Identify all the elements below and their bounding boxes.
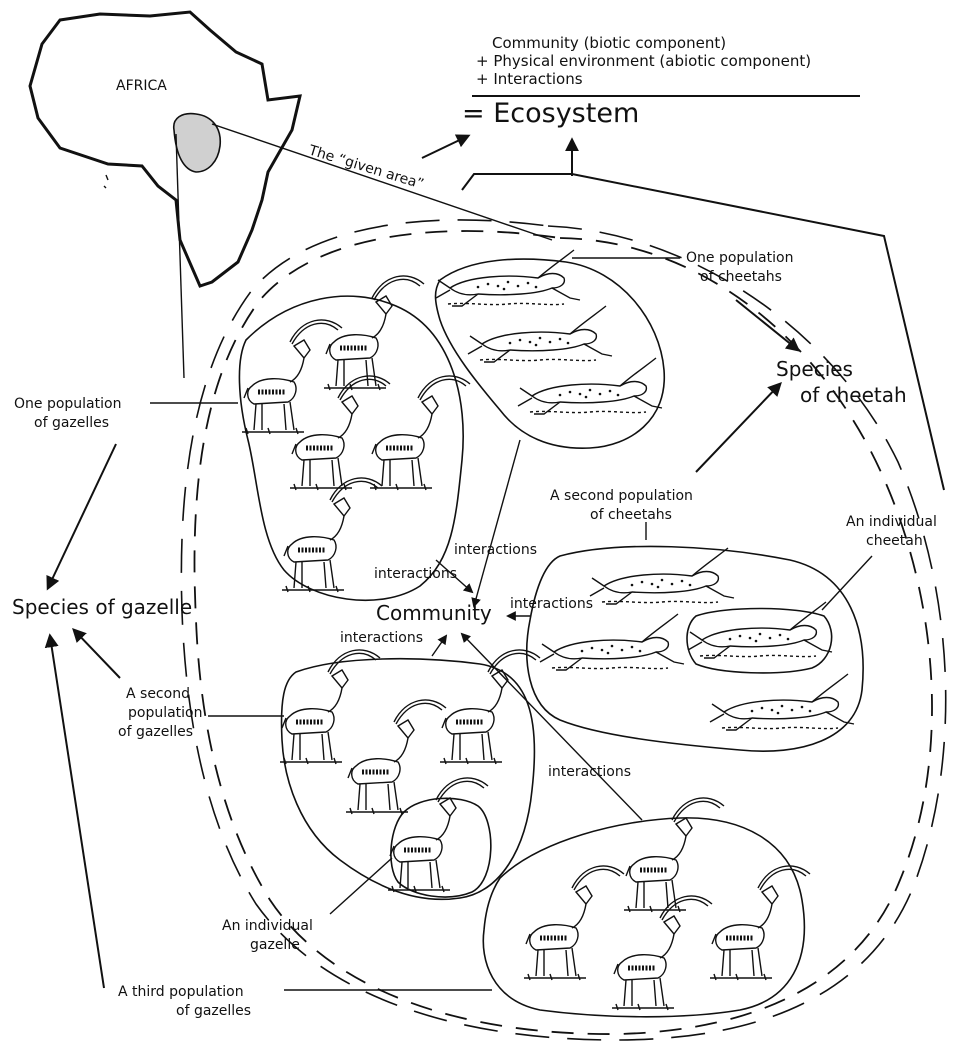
gazelle-icon: [524, 866, 624, 980]
interactions-label: interactions: [340, 630, 423, 646]
cheetah-icon: [688, 602, 832, 658]
gazelle-icon: [282, 478, 382, 592]
cheetah-population-1: [436, 250, 665, 448]
cheetah-icon: [468, 306, 612, 362]
gazelle-population-1: [239, 276, 470, 600]
gazelle-icon: [324, 276, 424, 390]
cheetah-icon: [436, 250, 580, 306]
cheetah-icon: [710, 674, 854, 730]
gazelle-icon: [370, 376, 470, 490]
gazelle-icon: [290, 376, 390, 490]
formula-community: Community (biotic component): [492, 34, 726, 52]
gazelle-icon: [440, 650, 540, 764]
gazelle-population-3: [483, 798, 810, 1017]
gazelle-icon: [612, 896, 712, 1010]
arrow-interaction-gazelles-2: [432, 636, 446, 656]
gazelle-icon: [624, 798, 724, 912]
africa-map: AFRICA: [30, 12, 300, 286]
gazelle-icon: [280, 650, 380, 764]
arrow-to-ecosystem: [422, 136, 468, 158]
given-area-highlight: [174, 114, 221, 172]
cheetah-population-2: [527, 546, 863, 751]
interactions-label: interactions: [454, 542, 537, 558]
arrow-interaction-gazelles-3: [462, 634, 642, 820]
given-area-label: The “given area”: [306, 142, 426, 192]
gazelle-icon: [346, 700, 446, 814]
arrow-to-species-gazelle: [48, 444, 116, 588]
gazelle-icon: [388, 778, 488, 892]
gazelle-icon: [242, 320, 342, 434]
formula-physical-environment: + Physical environment (abiotic componen…: [476, 52, 811, 70]
interactions-label: interactions: [510, 596, 593, 612]
gazelle-population-2: [280, 650, 540, 899]
ecosystem-title: = Ecosystem: [462, 98, 639, 129]
cheetah-icon: [540, 614, 684, 670]
arrow-third-gazelles-to-species: [50, 636, 104, 988]
cheetah-icon: [590, 548, 734, 604]
arrow-interaction-cheetahs-1: [474, 440, 520, 606]
arrow-second-cheetahs-to-species: [696, 384, 780, 472]
africa-label: AFRICA: [116, 78, 167, 94]
formula-interactions: + Interactions: [476, 70, 583, 88]
cheetah-icon: [518, 358, 662, 414]
individual-cheetah-outline: [687, 609, 832, 673]
ecosystem-formula: Community (biotic component) + Physical …: [462, 34, 860, 129]
label-species-gazelle: Species of gazelle: [12, 595, 192, 619]
gazelle-icon: [710, 866, 810, 980]
arrow-second-gazelles-to-species: [74, 630, 120, 678]
